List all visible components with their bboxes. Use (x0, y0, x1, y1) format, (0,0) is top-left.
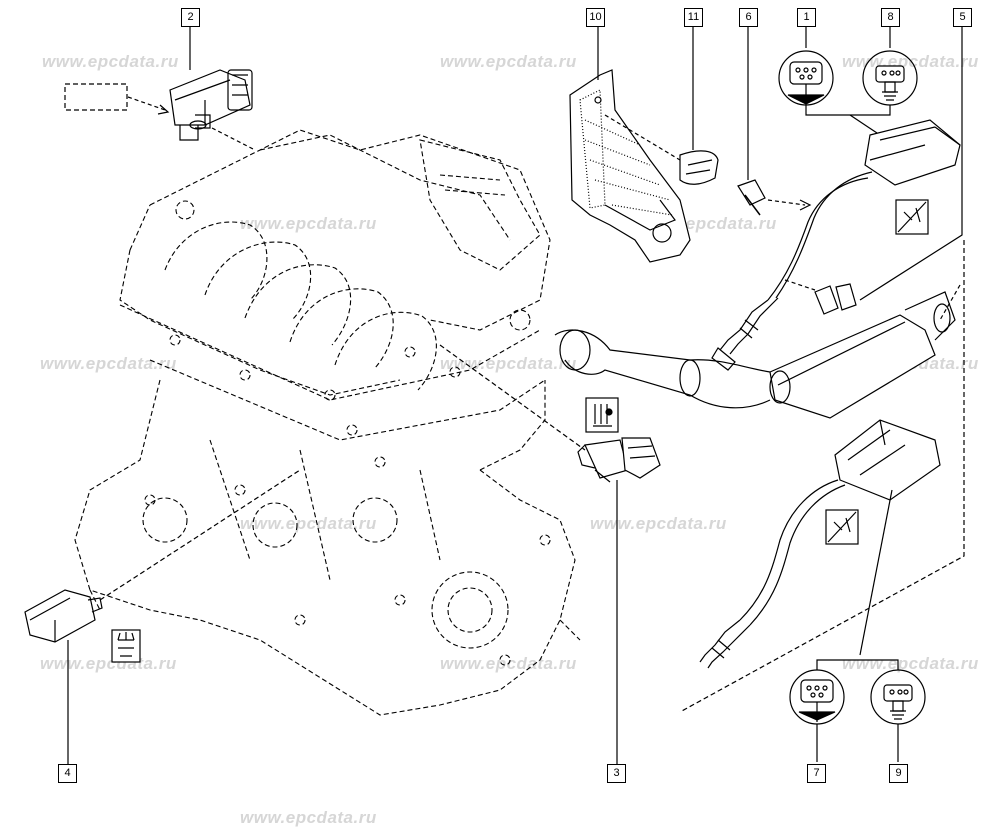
watermark: www.epcdata.ru (40, 654, 177, 673)
downstream-oxygen-sensor-icon (699, 419, 941, 669)
watermark: www.epcdata.ru (240, 214, 377, 233)
watermark: www.epcdata.ru (590, 514, 727, 533)
watermark: www.epcdata.ru (440, 52, 577, 71)
callout-4[interactable]: 4 (58, 764, 77, 783)
connector-detail-8 (862, 50, 918, 106)
small-clip-icon (737, 179, 766, 216)
dashed-reference-box (64, 83, 128, 111)
map-sensor-icon (169, 69, 253, 141)
callout-10[interactable]: 10 (586, 8, 605, 27)
connector-detail-1 (778, 50, 834, 106)
temperature-symbol-icon (585, 397, 619, 433)
watermark: www.epcdata.ru (42, 52, 179, 71)
coolant-temp-sensor-icon (577, 437, 661, 483)
callout-9[interactable]: 9 (889, 764, 908, 783)
connector-detail-9 (870, 669, 926, 725)
oxygen-sensor-icon (711, 119, 961, 371)
watermark: www.epcdata.ru (40, 354, 177, 373)
callout-1[interactable]: 1 (797, 8, 816, 27)
no-service-symbol-icon (895, 199, 929, 235)
callout-7[interactable]: 7 (807, 764, 826, 783)
clip-icon (679, 150, 719, 185)
heat-shield-bracket (569, 69, 691, 263)
watermark: www.epcdata.ru (240, 514, 377, 533)
callout-11[interactable]: 11 (684, 8, 703, 27)
knock-symbol-icon (111, 629, 141, 663)
callout-6[interactable]: 6 (739, 8, 758, 27)
watermark: www.epcdata.ru (842, 52, 979, 71)
watermark: www.epcdata.ru (842, 654, 979, 673)
exhaust-pipe-icon (554, 291, 956, 419)
engine-block-icon (74, 129, 581, 716)
callout-3[interactable]: 3 (607, 764, 626, 783)
callout-2[interactable]: 2 (181, 8, 200, 27)
callout-5[interactable]: 5 (953, 8, 972, 27)
connector-clip-icon (814, 283, 857, 315)
knock-sensor-icon (24, 589, 103, 643)
connector-detail-7 (789, 669, 845, 725)
no-service-symbol-icon (825, 509, 859, 545)
callout-8[interactable]: 8 (881, 8, 900, 27)
